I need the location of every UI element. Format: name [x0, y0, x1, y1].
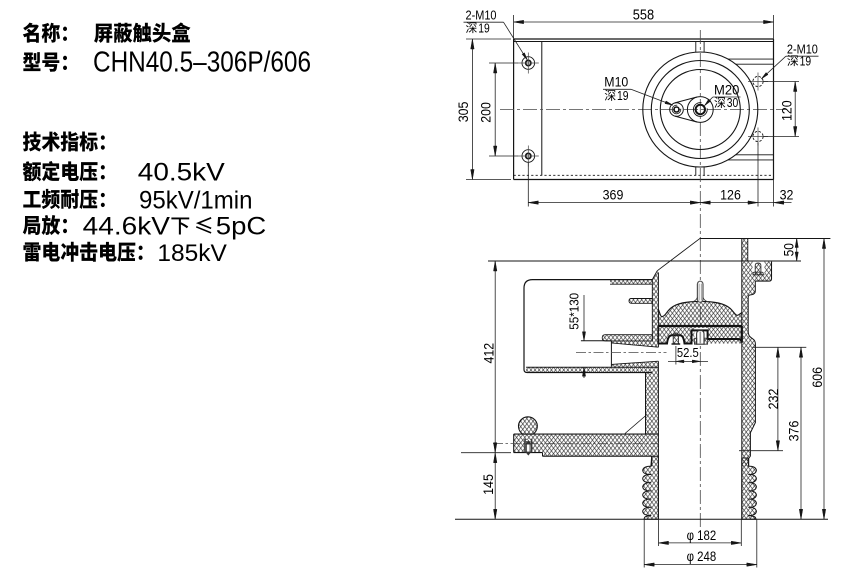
svg-text:606: 606 [809, 367, 825, 388]
svg-text:145: 145 [480, 474, 496, 495]
svg-text:M20: M20 [714, 83, 739, 98]
svg-text:32: 32 [780, 187, 794, 203]
svg-text:126: 126 [720, 187, 741, 203]
svg-text:40.5kV: 40.5kV [138, 159, 225, 187]
svg-text:305: 305 [455, 101, 471, 122]
svg-text:44.6kV: 44.6kV [83, 213, 171, 241]
svg-text:φ 182: φ 182 [687, 528, 717, 543]
svg-text:376: 376 [786, 420, 802, 441]
svg-text:52.5: 52.5 [677, 345, 699, 360]
svg-text:19: 19 [478, 21, 490, 35]
svg-text:55*130: 55*130 [567, 293, 582, 330]
svg-text:232: 232 [765, 388, 781, 409]
svg-text:φ 248: φ 248 [687, 549, 717, 564]
svg-text:19: 19 [800, 54, 812, 68]
svg-text:M10: M10 [604, 75, 628, 90]
svg-text:185kV: 185kV [157, 240, 227, 267]
svg-text:120: 120 [779, 100, 795, 121]
svg-text:558: 558 [633, 7, 654, 23]
svg-text:95kV/1min: 95kV/1min [139, 186, 253, 214]
svg-text:50: 50 [781, 243, 796, 256]
svg-text:200: 200 [477, 102, 493, 123]
svg-text:369: 369 [603, 187, 624, 203]
svg-text:19: 19 [617, 89, 629, 103]
svg-text:30: 30 [727, 96, 739, 110]
svg-text:2-M10: 2-M10 [466, 8, 497, 22]
svg-text:5pC: 5pC [216, 213, 266, 241]
svg-text:2-M10: 2-M10 [787, 43, 818, 57]
svg-text:412: 412 [480, 343, 496, 364]
svg-text:CHN40.5–306P/606: CHN40.5–306P/606 [93, 46, 311, 78]
